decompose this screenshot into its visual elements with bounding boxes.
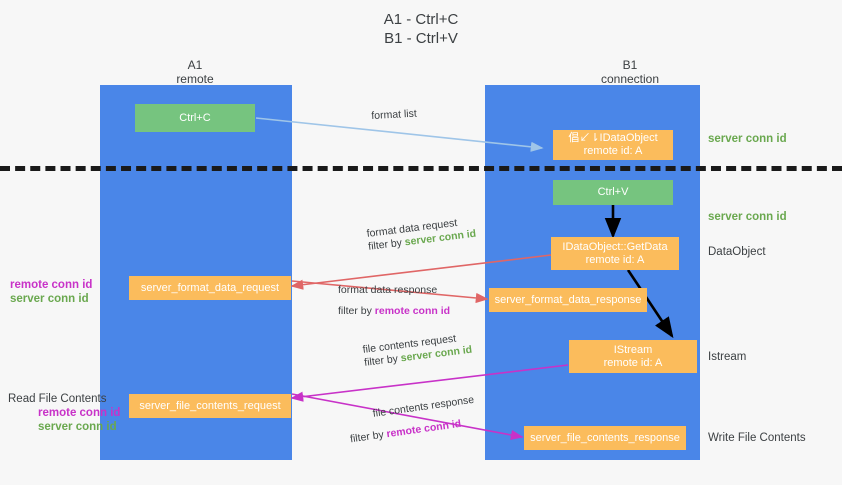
box-ctrl-c[interactable]: Ctrl+C — [135, 104, 255, 132]
box-istream-line2: remote id: A — [603, 356, 663, 369]
lane-header-a1: A1 remote — [110, 58, 280, 86]
box-istream[interactable]: IStream remote id: A — [569, 340, 697, 373]
box-server-format-data-request-label: server_format_data_request — [140, 281, 280, 294]
box-idataobject-line2: remote id: A — [583, 145, 643, 157]
right-label-dataobject: DataObject — [708, 246, 766, 258]
filter-prefix: filter by — [338, 305, 375, 317]
lane-subtitle-b1: connection — [600, 72, 660, 86]
title-line-1: A1 - Ctrl+C — [383, 11, 459, 28]
right-label-server-conn-id-2: server conn id — [708, 211, 787, 223]
edge-label-format-data-response: format data response filter by remote co… — [338, 284, 450, 318]
left-label-server-conn-id-2: server conn id — [38, 421, 117, 433]
edge-label-format-list-text: format list — [371, 107, 418, 122]
box-server-file-contents-response[interactable]: server_file_contents_response — [524, 426, 686, 450]
box-getdata-line2: remote id: A — [585, 253, 645, 266]
edge-label-format-list: format list — [371, 108, 417, 123]
left-label-remote-conn-id-1: remote conn id — [10, 279, 93, 291]
box-server-file-contents-response-label: server_file_contents_response — [530, 431, 680, 444]
box-server-format-data-request[interactable]: server_format_data_request — [129, 276, 291, 300]
box-idataobject[interactable]: 倡↙⇂IDataObject remote id: A — [553, 130, 673, 160]
left-label-group-2: Read File Contents remote conn id server… — [8, 392, 120, 434]
box-ctrl-v-line1: Ctrl+V — [597, 186, 629, 198]
filter-value-remote-conn-id: remote conn id — [374, 305, 451, 317]
lane-subtitle-a1: remote — [176, 72, 214, 86]
left-label-remote-conn-id-2: remote conn id — [38, 407, 121, 419]
title-line-2: B1 - Ctrl+V — [384, 30, 458, 47]
lane-header-b1: B1 connection — [545, 58, 715, 86]
right-label-istream: Istream — [708, 351, 747, 363]
box-server-file-contents-request-label: server_file_contents_request — [139, 399, 281, 412]
arrow-format-list — [255, 117, 544, 152]
box-server-file-contents-request[interactable]: server_file_contents_request — [129, 394, 291, 418]
lane-title-a1: A1 — [187, 58, 203, 72]
right-label-server-conn-id-1: server conn id — [708, 133, 787, 145]
box-server-format-data-response[interactable]: server_format_data_response — [489, 288, 647, 312]
box-getdata-line1: IDataObject::GetData — [562, 240, 668, 253]
page-title: A1 - Ctrl+C B1 - Ctrl+V — [0, 10, 842, 48]
arrow-format-data-request — [290, 254, 552, 290]
box-idataobject-line1: 倡↙⇂IDataObject — [568, 132, 658, 144]
phase-divider — [0, 166, 842, 171]
box-getdata[interactable]: IDataObject::GetData remote id: A — [551, 237, 679, 270]
left-label-read-file-contents: Read File Contents — [8, 393, 107, 405]
edge-label-format-data-response-text: format data response — [338, 284, 438, 296]
lane-title-b1: B1 — [622, 58, 638, 72]
left-label-server-conn-id-1: server conn id — [10, 293, 89, 305]
arrow-getdata-to-istream — [626, 269, 674, 339]
arrow-format-data-response — [291, 280, 489, 304]
box-istream-line1: IStream — [613, 343, 653, 356]
edge-label-format-data-response-filter: filter by remote conn id — [338, 305, 450, 318]
arrow-file-contents-request — [290, 364, 569, 402]
arrow-file-contents-response — [291, 393, 524, 440]
right-label-write-file-contents: Write File Contents — [708, 432, 806, 444]
left-label-group-1: remote conn id server conn id — [10, 278, 92, 306]
box-ctrl-c-line1: Ctrl+C — [179, 111, 211, 124]
box-ctrl-v[interactable]: Ctrl+V — [553, 180, 673, 205]
box-server-format-data-response-label: server_format_data_response — [494, 293, 642, 306]
